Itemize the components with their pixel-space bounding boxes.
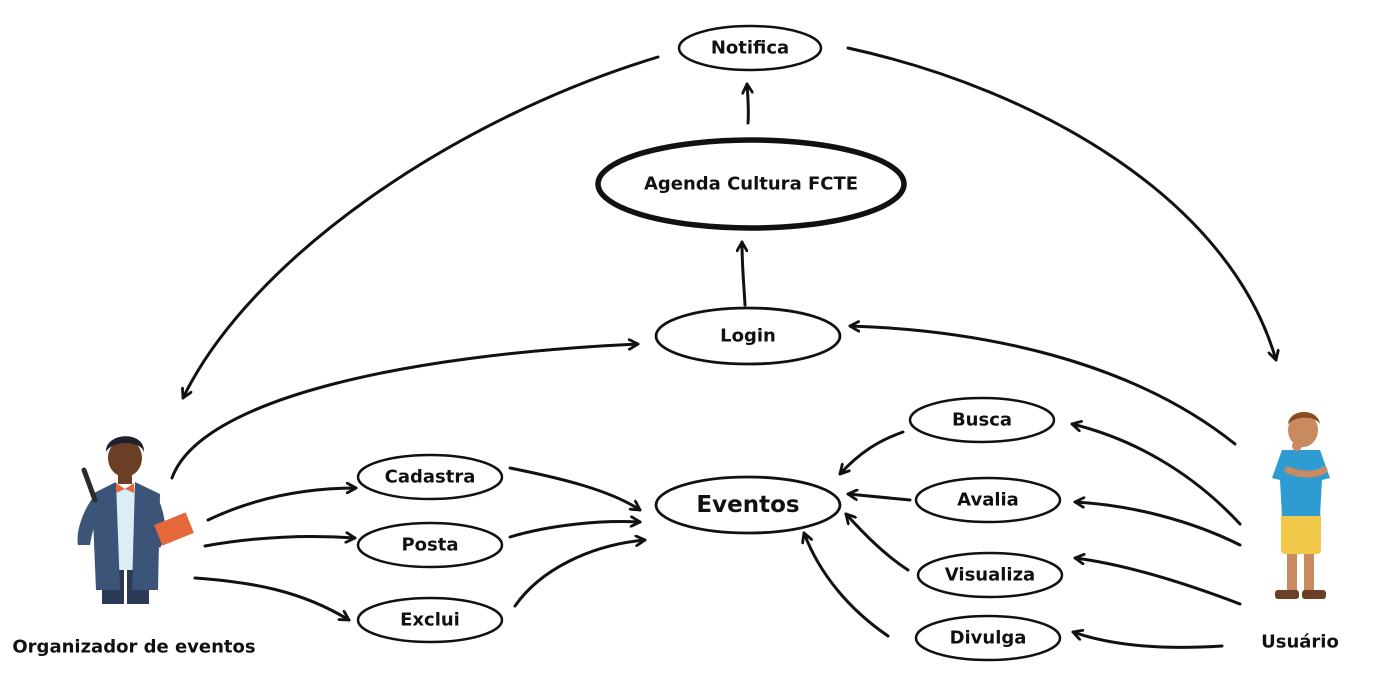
posta-label: Posta (401, 535, 458, 556)
busca-label: Busca (952, 410, 1012, 431)
arrow-organizador-to-posta (203, 536, 357, 548)
organizer-person-icon (77, 436, 194, 604)
use-case-divulga: Divulga (914, 614, 1062, 662)
user-person-icon (1272, 412, 1330, 599)
login-label: Login (720, 326, 776, 347)
arrow-organizador-to-cadastra (206, 488, 358, 522)
arrow-notifica-to-usuario (846, 46, 1276, 362)
exclui-label: Exclui (400, 610, 460, 631)
use-case-notifica: Notifica (677, 24, 823, 72)
arrow-busca-to-eventos (838, 430, 905, 476)
arrow-agenda-to-notifica (747, 82, 748, 125)
avalia-label: Avalia (957, 490, 1019, 511)
usuario-label: Usuário (1261, 632, 1339, 653)
use-case-cadastra: Cadastra (356, 453, 504, 501)
organizador-label: Organizador de eventos (12, 637, 255, 658)
notifica-label: Notifica (711, 38, 789, 59)
arrow-posta-to-eventos (508, 522, 642, 539)
divulga-label: Divulga (950, 628, 1027, 649)
arrow-visualiza-to-eventos (844, 512, 910, 572)
arrow-organizador-to-exclui (193, 576, 351, 622)
arrow-avalia-to-eventos (846, 494, 912, 502)
use-case-avalia: Avalia (914, 476, 1062, 524)
connectors (170, 46, 1276, 649)
system-agenda-cultura: Agenda Cultura FCTE (595, 137, 907, 231)
arrow-usuario-to-visualiza (1073, 558, 1242, 606)
agenda-label: Agenda Cultura FCTE (644, 174, 858, 195)
visualiza-label: Visualiza (945, 565, 1035, 586)
arrow-exclui-to-eventos (513, 540, 647, 608)
use-case-login: Login (654, 306, 842, 366)
use-case-busca: Busca (908, 396, 1056, 444)
use-case-exclui: Exclui (356, 596, 504, 644)
arrow-organizador-to-login (170, 344, 640, 480)
use-case-visualiza: Visualiza (916, 551, 1064, 599)
arrow-usuario-to-busca (1070, 424, 1242, 526)
use-case-posta: Posta (356, 521, 504, 569)
cadastra-label: Cadastra (385, 467, 476, 488)
use-case-eventos: Eventos (654, 475, 842, 535)
arrow-divulga-to-eventos (804, 531, 890, 638)
arrow-usuario-to-divulga (1071, 632, 1224, 649)
arrow-cadastra-to-eventos (508, 466, 642, 512)
eventos-label: Eventos (696, 492, 799, 518)
arrow-usuario-to-login (848, 326, 1237, 446)
arrow-login-to-agenda (742, 240, 745, 307)
arrow-notifica-to-organizador (183, 55, 660, 400)
arrow-usuario-to-avalia (1073, 502, 1242, 547)
